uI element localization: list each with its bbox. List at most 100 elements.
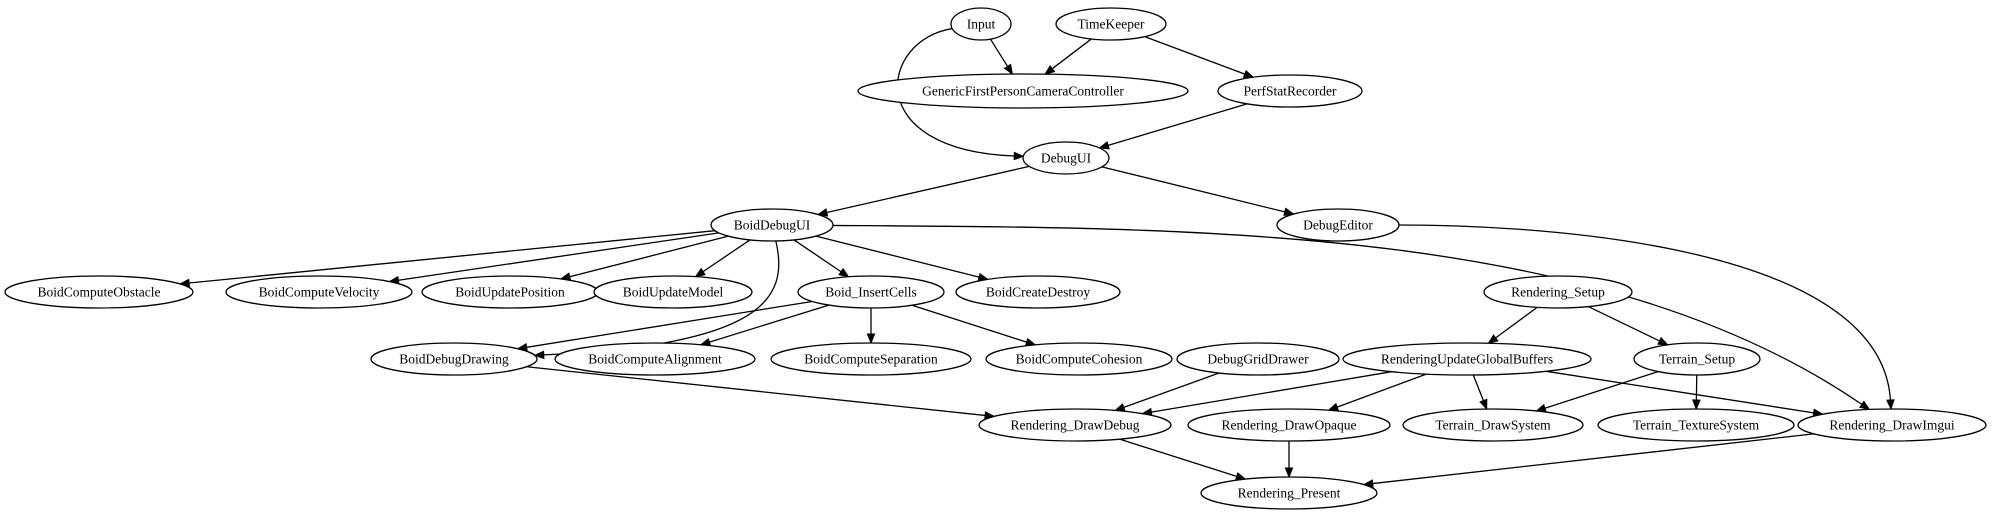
arrowhead-icon	[1859, 400, 1871, 411]
node-boidupdateposition: BoidUpdatePosition	[421, 275, 599, 309]
arrowhead-icon	[1692, 399, 1701, 411]
node-ellipse	[1797, 408, 1987, 442]
node-label: BoidComputeVelocity	[259, 285, 380, 300]
arrowhead-icon	[866, 333, 876, 345]
node-timekeeper: TimeKeeper	[1055, 7, 1167, 41]
node-ellipse	[1402, 408, 1584, 442]
node-label: BoidUpdateModel	[623, 285, 724, 300]
node-boidcomputecohesion: BoidComputeCohesion	[985, 342, 1173, 376]
edge-renderingupdateglobalbuffers-to-terrain-drawsystem	[1472, 374, 1488, 411]
edge-line	[1107, 103, 1248, 147]
edge-line	[815, 235, 980, 278]
edge-boiddebugdrawing-to-rendering-drawdebug	[526, 366, 996, 420]
node-label: Terrain_DrawSystem	[1435, 418, 1551, 433]
node-ellipse	[225, 275, 413, 309]
edge-line	[826, 165, 1030, 214]
node-ellipse	[1217, 74, 1363, 108]
node-label: Rendering_Setup	[1511, 285, 1605, 300]
node-boidcomputeobstacle: BoidComputeObstacle	[4, 275, 194, 309]
node-label: BoidUpdatePosition	[455, 285, 565, 300]
edge-terrain-setup-to-terrain-texturesystem	[1692, 374, 1701, 411]
node-label: PerfStatRecorder	[1244, 84, 1337, 99]
node-ellipse	[1022, 141, 1110, 175]
edge-boiddebugui-to-rendering-drawimgui	[832, 224, 1871, 411]
edge-line	[1101, 166, 1285, 213]
edge-boiddebugui-to-boidupdateposition	[559, 235, 729, 281]
node-boidcomputealignment: BoidComputeAlignment	[554, 342, 756, 376]
edge-rendering-setup-to-renderingupdateglobalbuffers	[1487, 306, 1538, 345]
node-ellipse	[857, 73, 1189, 109]
edge-line	[189, 230, 716, 284]
arrowhead-icon	[1098, 141, 1110, 150]
node-ellipse	[770, 342, 972, 376]
node-ellipse	[985, 342, 1173, 376]
node-boid-insertcells: Boid_InsertCells	[797, 275, 945, 309]
edge-line	[1546, 370, 1814, 414]
arrowhead-icon	[1283, 207, 1295, 216]
node-ellipse	[978, 408, 1172, 442]
node-ellipse	[593, 275, 753, 309]
edge-line	[1372, 433, 1814, 485]
arrowhead-icon	[1487, 334, 1499, 345]
edge-input-to-genericfirstpersoncameracontroller	[989, 38, 1014, 76]
node-debugeditor: DebugEditor	[1276, 208, 1400, 242]
arrowhead-icon	[838, 267, 850, 278]
arrowhead-icon	[1003, 63, 1014, 76]
node-debuggriddrawer: DebugGridDrawer	[1176, 342, 1340, 376]
edge-perfstatrecorder-to-debugui	[1098, 103, 1248, 150]
node-boidcomputevelocity: BoidComputeVelocity	[225, 275, 413, 309]
node-rendering-setup: Rendering_Setup	[1483, 275, 1633, 309]
edge-line	[989, 38, 1009, 67]
node-ellipse	[4, 275, 194, 309]
node-renderingupdateglobalbuffers: RenderingUpdateGlobalBuffers	[1342, 342, 1592, 376]
edge-boiddebugui-to-boidupdatemodel	[694, 239, 751, 278]
node-ellipse	[1187, 408, 1391, 442]
node-input: Input	[950, 7, 1012, 41]
edge-line	[1119, 438, 1237, 478]
arrowhead-icon	[694, 267, 706, 278]
node-ellipse	[1342, 342, 1592, 376]
node-genericfirstpersoncameracontroller: GenericFirstPersonCameraController	[857, 73, 1189, 109]
node-ellipse	[1276, 208, 1400, 242]
edge-line	[398, 232, 719, 281]
edge-terrain-setup-to-terrain-drawsystem	[1535, 370, 1659, 413]
edge-line	[569, 235, 729, 278]
edge-rendering-drawdebug-to-rendering-present	[1119, 438, 1247, 481]
node-debugui: DebugUI	[1022, 141, 1110, 175]
node-label: Boid_InsertCells	[825, 285, 917, 300]
node-ellipse	[554, 342, 756, 376]
node-label: BoidComputeAlignment	[588, 352, 722, 367]
arrowhead-icon	[1044, 64, 1056, 75]
arrowhead-icon	[1886, 399, 1895, 411]
node-label: BoidComputeSeparation	[804, 352, 938, 367]
edge-line	[702, 239, 751, 273]
edge-debugeditor-to-rendering-drawimgui	[1398, 224, 1895, 411]
node-label: Terrain_Setup	[1659, 352, 1736, 367]
node-label: DebugEditor	[1303, 218, 1373, 233]
nodes-layer: Input TimeKeeperGenericFirstPersonCameraC…	[4, 7, 1987, 510]
node-label: Rendering_Present	[1238, 486, 1341, 501]
node-boidcreatedestroy: BoidCreateDestroy	[955, 275, 1121, 309]
node-label: TimeKeeper	[1078, 17, 1145, 32]
edge-line	[1544, 370, 1659, 409]
arrowhead-icon	[1284, 467, 1294, 479]
node-terrain-texturesystem: Terrain_TextureSystem	[1597, 408, 1795, 442]
node-ellipse	[950, 7, 1012, 41]
node-label: BoidDebugUI	[734, 218, 811, 233]
node-ellipse	[1200, 476, 1378, 510]
node-label: BoidComputeCohesion	[1016, 352, 1143, 367]
node-ellipse	[710, 208, 834, 242]
node-boiddebugdrawing: BoidDebugDrawing	[370, 342, 538, 376]
edge-line	[1151, 371, 1392, 413]
edge-line	[1588, 306, 1660, 342]
edge-boiddebugui-to-boidcreatedestroy	[815, 235, 990, 282]
node-label: BoidComputeObstacle	[38, 285, 161, 300]
node-ellipse	[955, 275, 1121, 309]
edge-line	[911, 304, 1027, 343]
edge-debugui-to-boiddebugui	[816, 165, 1030, 217]
edge-line	[526, 300, 813, 348]
node-ellipse	[797, 275, 945, 309]
arrowhead-icon	[1114, 403, 1126, 412]
edge-debugui-to-debugeditor	[1101, 166, 1295, 216]
edge-rendering-drawimgui-to-rendering-present	[1362, 433, 1814, 488]
